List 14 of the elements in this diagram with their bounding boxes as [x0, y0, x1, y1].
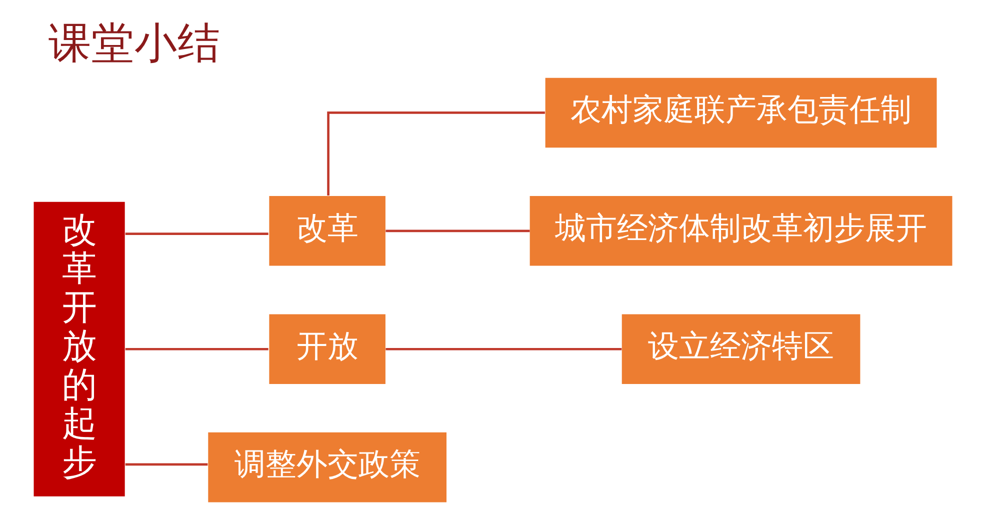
- node-box: 调整外交政策: [208, 432, 446, 502]
- node-box: 改革: [268, 196, 385, 266]
- connector: [124, 232, 268, 235]
- connector: [124, 463, 208, 466]
- node-box: 城市经济体制改革初步展开: [529, 196, 952, 266]
- diagram-title: 课堂小结: [48, 18, 220, 69]
- connector: [124, 348, 268, 350]
- node-box: 开放: [268, 314, 385, 384]
- node-box: 改革开放的起步: [33, 202, 124, 496]
- connector: [326, 112, 544, 196]
- connector: [385, 348, 622, 350]
- node-box: 农村家庭联产承包责任制: [544, 78, 936, 148]
- connector: [385, 230, 530, 232]
- node-box: 设立经济特区: [621, 314, 860, 384]
